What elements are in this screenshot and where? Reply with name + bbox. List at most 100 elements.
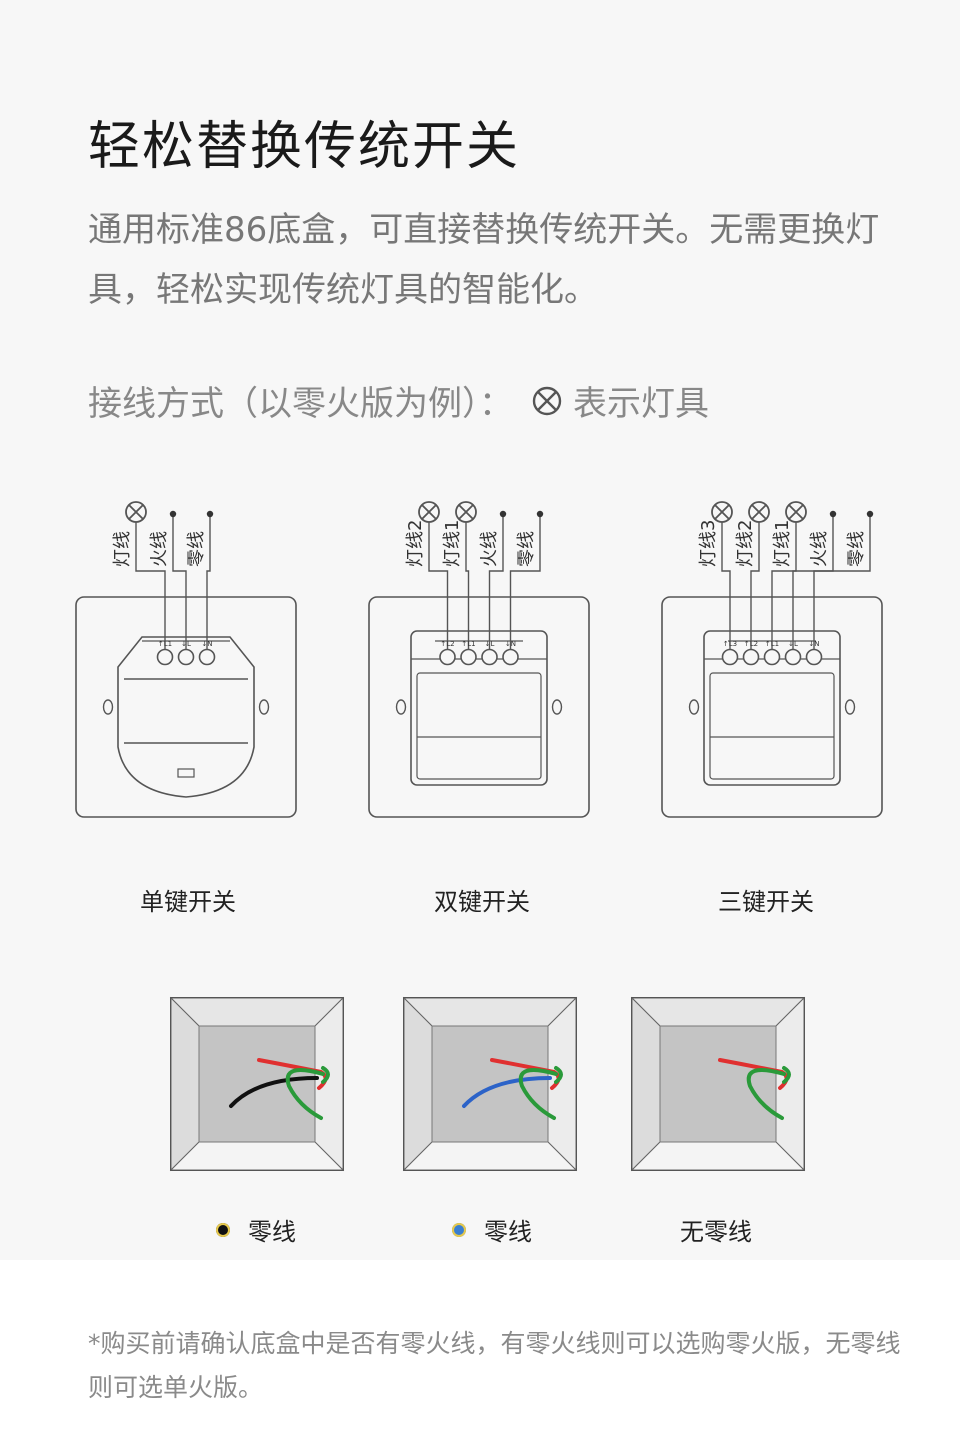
switch-module-inner [709, 672, 835, 780]
lamp-cross [458, 504, 474, 520]
switch-module-ribs [411, 658, 547, 738]
wire-label: 零线 [846, 531, 867, 567]
terminal-label: ↑L2 [440, 640, 454, 648]
box-caption-2-text: 零线 [484, 1218, 532, 1246]
bevel-top [402, 997, 578, 1027]
earth-wire [285, 1068, 325, 1120]
wire-label: 零线 [186, 531, 207, 567]
box-caption-1-text: 零线 [248, 1218, 296, 1246]
earth-wire-loop [782, 1066, 791, 1084]
back-box-cavity [659, 1025, 777, 1143]
back-box-1 [169, 996, 345, 1172]
page-title: 轻松替换传统开关 [88, 117, 521, 177]
switch-module-body [117, 636, 255, 798]
bevel-left [631, 996, 661, 1172]
wire-path [428, 522, 449, 597]
screw-hole-left [102, 699, 114, 715]
footer-panel [0, 1260, 960, 1456]
wire-end-dot [829, 510, 837, 518]
terminal-label: ↓N [808, 640, 819, 648]
screw-hole-right [551, 699, 563, 715]
lamp-icon [532, 386, 562, 415]
lamp-circle [748, 501, 770, 523]
bevel-top [630, 997, 806, 1027]
wire-end-dot [866, 510, 874, 518]
earth-wire [518, 1068, 558, 1120]
terminal-screw [177, 648, 195, 666]
wire-label: 火线 [479, 531, 500, 567]
switch-wiring-diagrams: 灯线↑L1火线↓L零线↓N灯线2↑L2灯线1↑L1火线↓L零线↓N灯线3↑L3灯… [75, 501, 883, 818]
terminal-screw [460, 648, 477, 666]
bevel-bottom [402, 1141, 578, 1171]
wire-path [135, 522, 166, 597]
box-caption-3-text: 无零线 [680, 1218, 752, 1246]
wire-end-dot [206, 510, 214, 518]
box-caption-1: 零线 [216, 1212, 296, 1247]
lamp-circle [125, 501, 147, 523]
wire-label: 灯线1 [442, 520, 463, 567]
lamp-cross [714, 504, 730, 520]
terminal-screw [805, 648, 823, 666]
terminal-label: ↓L [485, 640, 495, 648]
neutral-wire [462, 1076, 552, 1108]
bevel-right [314, 996, 344, 1172]
wire-label: 火线 [809, 531, 830, 567]
wiring-label: 接线方式（以零火版为例）： [88, 384, 513, 424]
earth-wire [746, 1068, 786, 1120]
wire-label: 火线 [149, 531, 170, 567]
earth-wire-loop [321, 1066, 330, 1084]
terminal-screw [502, 648, 519, 666]
lamp-icon [748, 501, 770, 523]
screw-hole-left [395, 699, 407, 715]
lamp-circle [711, 501, 733, 523]
wire-label: 灯线1 [772, 520, 793, 567]
terminal-label: ↓L [788, 640, 798, 648]
terminal-label: ↑L1 [461, 640, 475, 648]
bevel-bottom [169, 1141, 345, 1171]
wire-label: 灯线 [112, 531, 133, 567]
bevel-bottom [630, 1141, 806, 1171]
wire-path [750, 522, 760, 597]
terminal-screw [198, 648, 216, 666]
back-box-cavity [198, 1025, 316, 1143]
wire-label: 灯线2 [405, 520, 426, 567]
lamp-circle [785, 501, 807, 523]
wire-path [771, 522, 797, 597]
terminal-label: ↓N [505, 640, 516, 648]
back-box-diagrams [169, 996, 806, 1172]
switch-caption-triple: 三键开关 [718, 888, 814, 916]
switch-module-inner [416, 672, 542, 780]
terminal-label: ↓L [181, 640, 191, 648]
lamp-icon [418, 501, 440, 523]
back-box-3 [630, 996, 806, 1172]
wire-path [172, 514, 187, 597]
lamp-circle [418, 501, 440, 523]
lamp-cross [751, 504, 767, 520]
bevel-left [403, 996, 433, 1172]
lamp-cross [128, 504, 144, 520]
terminal-screw [439, 648, 456, 666]
lamp-circle [455, 501, 477, 523]
switch-caption-single: 单键开关 [140, 888, 236, 916]
switch-module-tab [177, 768, 195, 778]
terminal-screw [721, 648, 739, 666]
wire-path [465, 522, 470, 597]
description: 通用标准86底盒，可直接替换传统开关。无需更换灯具，轻松实现传统灯具的智能化。 [88, 210, 880, 310]
wiring-heading: 接线方式（以零火版为例）： 表示灯具 [88, 376, 709, 425]
wire-end-dot [169, 510, 177, 518]
screw-hole-right [844, 699, 856, 715]
lamp-icon [125, 501, 147, 523]
terminal-label: ↓N [201, 640, 212, 648]
lamp-cross [788, 504, 804, 520]
wire-path [813, 514, 871, 597]
lamp-cross [421, 504, 437, 520]
wire-path [488, 514, 504, 597]
lamp-legend: 表示灯具 [573, 384, 709, 424]
bevel-top [169, 997, 345, 1027]
switch-plate [368, 596, 590, 818]
box-caption-2: 零线 [452, 1212, 532, 1247]
bevel-right [775, 996, 805, 1172]
wire-label: 灯线2 [735, 520, 756, 567]
neutral-wire [229, 1076, 319, 1108]
